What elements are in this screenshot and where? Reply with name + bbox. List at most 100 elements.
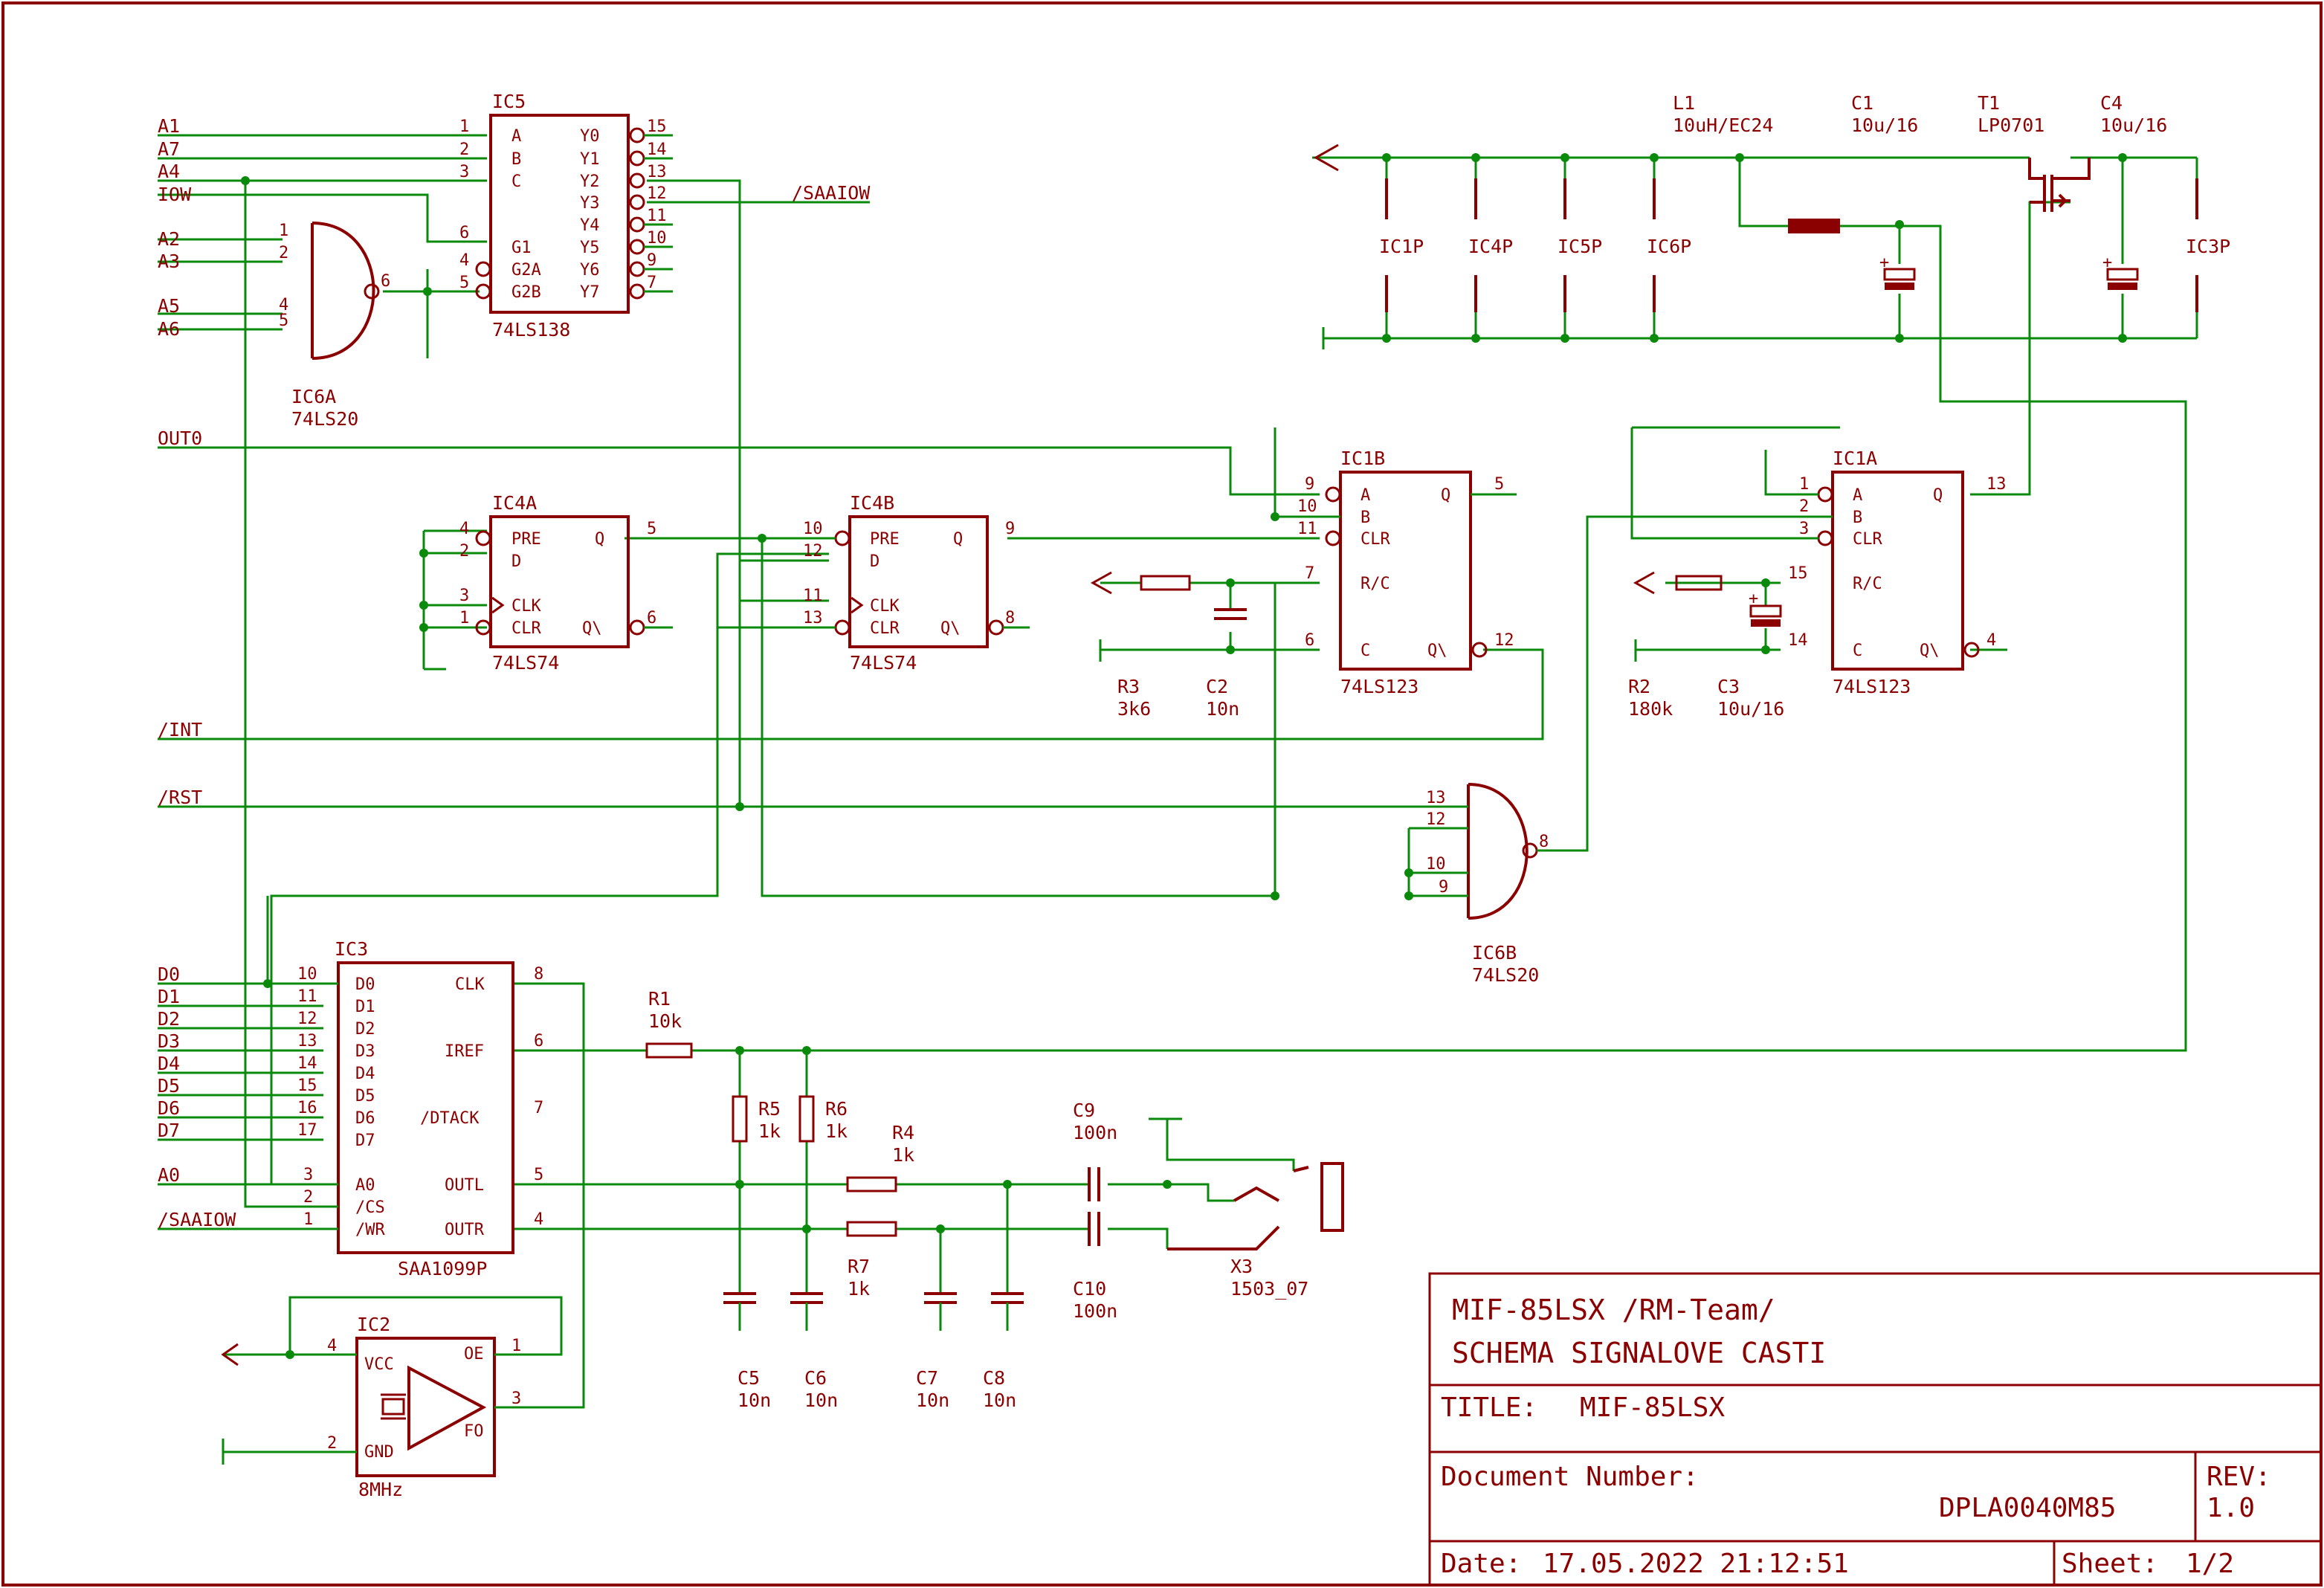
ic3-num-6: 6 (534, 1032, 543, 1050)
ic1a-name: IC1A (1833, 448, 1877, 469)
ic5-pin-y4: Y4 (580, 216, 600, 235)
x3-value: 1503_07 (1230, 1278, 1308, 1300)
sheet-value: 1/2 (2186, 1549, 2234, 1579)
r6-value: 1k (825, 1120, 848, 1142)
signal-d4: D4 (158, 1053, 180, 1074)
wires (158, 134, 2198, 1453)
junctions (241, 153, 2127, 1359)
ic6b-num-13: 13 (1426, 789, 1446, 807)
ic5-num-7: 7 (647, 274, 656, 292)
ic5-num-12: 12 (647, 184, 667, 203)
signal-d5: D5 (158, 1075, 180, 1097)
ic4b-num-10: 10 (803, 520, 823, 538)
ic4b-pin-pre: PRE (870, 530, 900, 549)
ic3-pin-d4: D4 (355, 1065, 375, 1083)
ic1b-num-5: 5 (1494, 475, 1504, 494)
ic1b-num-11: 11 (1297, 520, 1317, 538)
ic5-decoder: IC5 74LS138 A B C G1 G2A G2B Y0 Y1 Y2 Y3… (459, 91, 673, 340)
ic4a-flip-flop: IC4A 74LS74 PRE D CLK CLR Q Q\ 4 2 3 1 5… (459, 492, 673, 674)
ic5-num-13: 13 (647, 163, 667, 181)
signal-a0: A0 (158, 1164, 180, 1186)
ic3-sound-chip: IC3 SAA1099P D0 D1 D2 D3 D4 D5 D6 D7 A0 … (297, 938, 543, 1279)
ic1p-name: IC1P (1379, 236, 1424, 257)
signal-a7: A7 (158, 138, 180, 160)
ic4b-num-8: 8 (1005, 609, 1015, 627)
ic4a-num-2: 2 (459, 542, 469, 561)
signal-d0: D0 (158, 964, 180, 985)
ic1a-num-14: 14 (1788, 631, 1808, 650)
c8-name: C8 (983, 1367, 1005, 1389)
r4-name: R4 (892, 1122, 914, 1143)
ic3-num-1: 1 (303, 1210, 313, 1229)
ic4b-num-12: 12 (803, 542, 823, 561)
ic6a-num-6: 6 (381, 272, 390, 291)
signal-int: /INT (158, 719, 202, 740)
signal-a1: A1 (158, 115, 180, 137)
ic4a-num-6: 6 (647, 609, 656, 627)
r2-name: R2 (1628, 676, 1650, 697)
ic6a-name: IC6A (291, 386, 336, 407)
analog-output: R1 10k R5 1k R6 1k R4 1k R7 1k C9 100n C… (645, 988, 1344, 1411)
ic5-num-14: 14 (647, 141, 667, 159)
title-block-line2: SCHEMA SIGNALOVE CASTI (1452, 1337, 1826, 1369)
ic6b-num-9: 9 (1439, 878, 1448, 897)
r5-name: R5 (758, 1098, 781, 1120)
ic5-pin-y2: Y2 (580, 172, 600, 191)
ic4b-pin-qn: Q\ (940, 619, 961, 638)
ic4b-value: 74LS74 (850, 652, 917, 674)
c3-value: 10u/16 (1717, 698, 1784, 720)
ic3-num-11: 11 (297, 987, 317, 1006)
signal-a6: A6 (158, 318, 180, 340)
c6-value: 10n (804, 1390, 838, 1411)
c7-value: 10n (916, 1390, 949, 1411)
ic1b-monostable: IC1B 74LS123 A B CLR R/C C Q Q\ 9 10 11 … (1297, 448, 1517, 697)
ic1b-pin-c: C (1360, 642, 1370, 660)
ic6a-num-5: 5 (279, 312, 288, 330)
ic3-pin-d1: D1 (355, 998, 375, 1016)
c9-value: 100n (1073, 1122, 1117, 1143)
ic1a-monostable: IC1A 74LS123 A B CLR R/C C Q Q\ 1 2 3 15… (1781, 448, 2007, 697)
signal-a4: A4 (158, 161, 180, 182)
ic6a-num-2: 2 (279, 244, 288, 262)
ic6a-value: 74LS20 (291, 408, 358, 430)
ic2-oscillator: IC2 8MHz VCC GND OE FO 4 2 1 3 (221, 1314, 521, 1500)
ic4a-pin-d: D (511, 552, 521, 571)
r2-value: 180k (1628, 698, 1673, 720)
ic5-value: 74LS138 (492, 319, 570, 340)
ic1b-num-6: 6 (1305, 631, 1314, 650)
ic1b-pin-clr: CLR (1360, 530, 1390, 549)
c2-value: 10n (1206, 698, 1239, 720)
revision-value: 1.0 (2207, 1493, 2255, 1523)
ic3-num-17: 17 (297, 1121, 317, 1140)
ic4a-pin-qn: Q\ (582, 619, 602, 638)
ic3-pin-a0: A0 (355, 1176, 375, 1195)
ic4b-pin-d: D (870, 552, 879, 571)
r5-resistor (732, 1095, 748, 1143)
signal-d6: D6 (158, 1097, 180, 1119)
signal-d3: D3 (158, 1030, 180, 1052)
ic4a-num-4: 4 (459, 520, 469, 538)
ic2-pin-oe: OE (464, 1345, 484, 1363)
c6-name: C6 (804, 1367, 827, 1389)
ic1b-pin-b: B (1360, 509, 1370, 527)
ic6b-value: 74LS20 (1472, 964, 1539, 986)
t1-name: T1 (1978, 92, 2000, 114)
timing-components: R3 3k6 C2 10n + R2 180k C3 10u/16 (1090, 571, 1784, 720)
ic5-pin-a: A (511, 127, 521, 146)
ic2-num-4: 4 (327, 1337, 337, 1355)
ic4a-num-5: 5 (647, 520, 656, 538)
l1-name: L1 (1673, 92, 1695, 114)
ic5-num-11: 11 (647, 207, 667, 225)
ic5-num-1: 1 (459, 117, 469, 136)
ic4a-name: IC4A (492, 492, 537, 514)
c7-name: C7 (916, 1367, 938, 1389)
title-label: TITLE: (1441, 1392, 1537, 1423)
r2-resistor (1675, 575, 1723, 591)
ic6b-num-8: 8 (1539, 833, 1549, 851)
ic1a-pin-q: Q (1933, 486, 1943, 505)
ic1b-name: IC1B (1340, 448, 1385, 469)
l1-value: 10uH/EC24 (1673, 114, 1773, 136)
ic5-num-5: 5 (459, 274, 469, 292)
